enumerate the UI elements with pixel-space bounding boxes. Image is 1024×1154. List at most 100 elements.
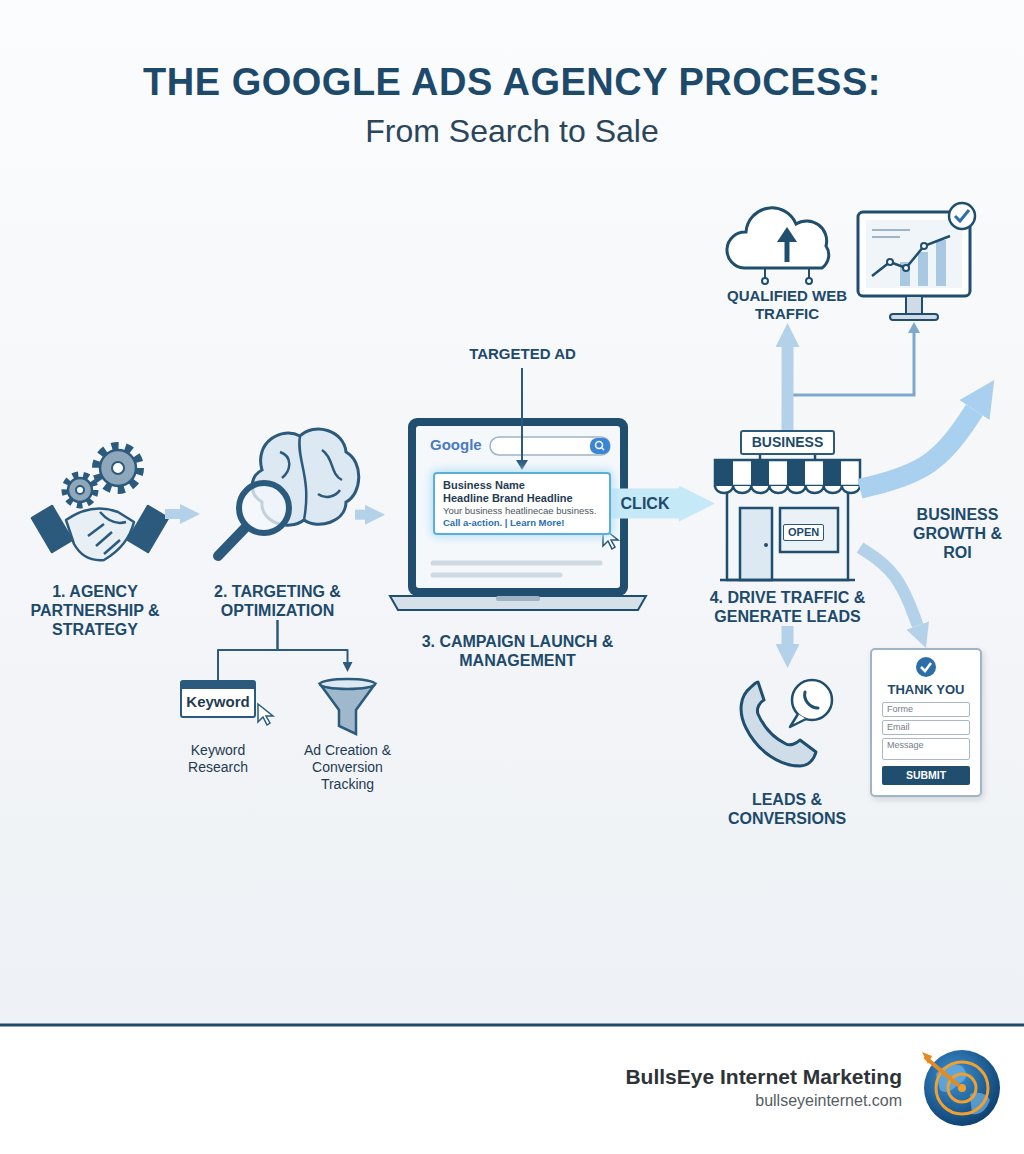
company-logo <box>926 1058 958 1085</box>
footer-rule <box>0 1024 1024 1027</box>
handshake-icon <box>32 506 168 560</box>
store-icon <box>715 486 860 493</box>
funnel-icon <box>320 679 375 689</box>
laptop-icon <box>596 442 603 449</box>
monitor-icon <box>890 314 938 320</box>
ad-box-text: Call a-action. | Learn More! <box>443 517 601 528</box>
form-card-text: Forme <box>882 702 970 717</box>
cloud-icon <box>727 208 829 268</box>
laptop-icon <box>433 573 560 578</box>
store-icon <box>715 460 860 486</box>
store-icon <box>780 508 838 552</box>
store-icon <box>715 450 860 580</box>
gears-icon <box>100 450 136 486</box>
magnifier-icon <box>218 483 289 556</box>
store-icon <box>720 579 855 582</box>
leads-step-text: LEADS & CONVERSIONS <box>717 790 857 828</box>
store-step: BUSINESS4. DRIVE TRAFFIC & GENERATE LEAD… <box>715 430 860 626</box>
growth-label: BUSINESS GROWTH & ROI <box>905 380 1010 563</box>
traffic-branch-arrow <box>787 322 920 395</box>
diagram-title: THE GOOGLE ADS AGENCY PROCESS: <box>0 60 1024 106</box>
monitor-icon <box>872 236 950 276</box>
company-logo <box>922 1050 1000 1126</box>
store-icon <box>740 508 772 580</box>
process-step-text: 1. AGENCY PARTNERSHIP & STRATEGY <box>25 582 165 640</box>
magnifier-icon <box>218 528 245 556</box>
form-card: THANK YOUFormeEmailMessageSUBMIT <box>870 648 982 797</box>
gears-icon <box>65 475 95 505</box>
leader-arrow <box>516 368 528 470</box>
callout-label: TARGETED AD <box>450 345 595 363</box>
company-logo <box>936 1062 988 1114</box>
handshake-icon <box>88 524 120 554</box>
edge-label: CLICK <box>619 494 672 513</box>
monitor-icon <box>887 259 893 265</box>
monitor-icon <box>872 236 900 238</box>
company-logo <box>924 1050 1000 1126</box>
laptop-icon <box>408 418 628 596</box>
cloud-icon <box>762 278 768 284</box>
gears-icon <box>65 446 140 505</box>
flow-arrow <box>860 410 974 489</box>
store-step-text: BUSINESS <box>740 430 835 455</box>
company-name: BullsEye Internet Marketing <box>520 1064 902 1089</box>
flow-arrow <box>860 548 918 626</box>
laptop-icon <box>590 438 610 454</box>
handshake-icon <box>66 508 134 560</box>
traffic-branch-arrow <box>908 322 920 333</box>
flow-arrow <box>611 489 679 519</box>
keyword-box-text: Keyword <box>180 680 256 718</box>
magnifier-icon <box>239 483 289 533</box>
process-step: 2. TARGETING & OPTIMIZATION <box>200 425 355 620</box>
company-url: bullseyeinternet.com <box>520 1091 902 1110</box>
traffic-step-text: QUALIFIED WEB TRAFFIC <box>722 287 852 323</box>
leader-arrow <box>521 368 523 461</box>
check-icon <box>916 657 936 677</box>
monitor-icon <box>936 240 946 286</box>
company-logo <box>922 1052 932 1064</box>
gears-icon <box>96 446 140 490</box>
funnel-step-text: Ad Creation & Conversion Tracking <box>290 742 405 792</box>
handshake-icon <box>32 506 72 552</box>
monitor-icon <box>872 229 910 231</box>
laptop-icon <box>496 596 540 601</box>
phone-icon <box>741 680 832 766</box>
cursor-icon <box>258 704 273 725</box>
gears-icon <box>76 486 84 494</box>
process-step: 1. AGENCY PARTNERSHIP & STRATEGY <box>25 440 165 640</box>
monitor-icon <box>921 243 927 249</box>
funnel-step: Ad Creation & Conversion Tracking <box>290 672 405 792</box>
monitor-icon <box>858 203 975 320</box>
funnel-icon <box>320 679 375 734</box>
gears-icon <box>68 478 92 502</box>
handshake-icon <box>100 512 126 523</box>
flow-arrow <box>355 510 365 520</box>
traffic-branch-arrow <box>787 332 914 395</box>
open-sign: OPEN <box>783 524 824 541</box>
check-icon <box>921 663 931 671</box>
ad-box: Business NameHeadline Brand HeadlineYour… <box>433 472 611 535</box>
form-card-text: Email <box>882 720 970 735</box>
check-icon <box>914 655 938 679</box>
flow-arrow <box>218 620 278 680</box>
flow-arrow <box>165 509 180 519</box>
laptop-icon <box>390 418 646 610</box>
keyword-box: KeywordKeyword Research <box>172 680 264 776</box>
ad-box-text: Business Name <box>443 479 601 492</box>
monitor-icon <box>906 296 922 314</box>
phone-icon <box>805 692 818 708</box>
monitor-icon <box>918 252 928 286</box>
monitor-icon <box>866 220 962 288</box>
flow-arrow <box>782 626 794 644</box>
form-card-text: THANK YOU <box>874 682 978 698</box>
keyword-box-text: Keyword Research <box>172 742 264 776</box>
laptop-step-text: Google <box>430 436 500 454</box>
laptop-icon <box>416 426 620 588</box>
store-step-text: 4. DRIVE TRAFFIC & GENERATE LEADS <box>700 588 875 626</box>
growth-label-text: BUSINESS GROWTH & ROI <box>905 505 1010 563</box>
funnel-icon <box>320 684 375 734</box>
